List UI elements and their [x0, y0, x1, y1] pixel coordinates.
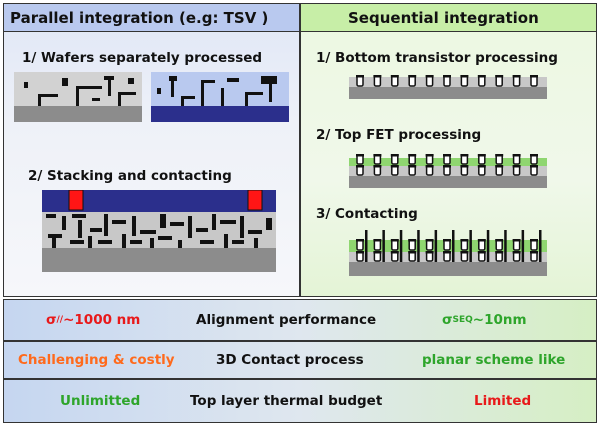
transistor-icon — [460, 75, 469, 87]
transistor-icon — [512, 239, 521, 251]
transistor-icon — [356, 75, 364, 87]
contact-via — [382, 230, 385, 262]
transistor-icon — [512, 154, 521, 165]
transistor-icon — [512, 251, 521, 262]
transistor-icon — [425, 154, 434, 165]
transistor-icon — [356, 239, 364, 251]
transistor-icon — [530, 165, 538, 176]
transistor-icon — [373, 165, 382, 176]
transistor-icon — [408, 239, 417, 251]
transistor-icon — [460, 251, 469, 262]
transistor-icon — [477, 239, 486, 251]
transistor-icon — [477, 251, 486, 262]
transistor-icon — [530, 154, 538, 165]
transistor-icon — [495, 75, 504, 87]
sequential-step-1-label: 1/ Bottom transistor processing — [316, 50, 558, 66]
bottom-transistor-illustration — [349, 75, 547, 99]
contact-via — [365, 230, 368, 262]
contacting-illustration — [349, 230, 547, 276]
contact-via — [504, 230, 507, 262]
transistor-icon — [460, 154, 469, 165]
parallel-header-bar — [4, 4, 299, 32]
transistor-icon — [477, 75, 486, 87]
panel-divider — [299, 4, 301, 296]
stacked-wafer-illustration — [42, 190, 276, 272]
transistor-icon — [390, 154, 399, 165]
transistor-icon — [443, 239, 451, 251]
transistor-icon — [425, 165, 434, 176]
parallel-step-1-label: 1/ Wafers separately processed — [22, 50, 263, 66]
transistor-icon — [390, 165, 399, 176]
transistor-icon — [373, 239, 382, 251]
alignment-label: Alignment performance — [196, 312, 377, 328]
contact-via — [521, 230, 525, 262]
transistor-icon — [373, 154, 382, 165]
contact-via — [399, 230, 403, 262]
transistor-icon — [390, 251, 399, 262]
transistor-icon — [373, 75, 382, 87]
transistor-icon — [390, 239, 399, 251]
contact-via — [434, 230, 438, 262]
sequential-step-3-label: 3/ Contacting — [316, 206, 418, 222]
transistor-icon — [373, 251, 382, 262]
top-fet-illustration — [349, 154, 547, 188]
transistor-icon — [356, 251, 364, 262]
transistor-icon — [425, 75, 434, 87]
parallel-step-2-label: 2/ Stacking and contacting — [28, 168, 232, 184]
transistor-icon — [512, 165, 521, 176]
transistor-icon — [495, 251, 504, 262]
transistor-icon — [495, 165, 504, 176]
transistor-icon — [530, 75, 538, 87]
alignment-parallel-value: σ// ~1000 nm — [46, 312, 141, 328]
transistor-icon — [443, 154, 451, 165]
contact-via — [417, 230, 420, 262]
thermal-parallel-value: Unlimitted — [60, 393, 141, 409]
transistor-icon — [460, 239, 469, 251]
contact-sequential-value: planar scheme like — [422, 352, 566, 368]
transistor-icon — [408, 165, 417, 176]
comparison-row-contact: Challenging & costly 3D Contact process … — [3, 341, 597, 379]
transistor-icon — [443, 75, 451, 87]
comparison-row-thermal: Unlimitted Top layer thermal budget Limi… — [3, 379, 597, 423]
parallel-header: Parallel integration (e.g: TSV ) — [10, 9, 269, 27]
transistor-icon — [477, 165, 486, 176]
transistor-icon — [425, 239, 434, 251]
transistor-icon — [356, 154, 364, 165]
top-wafer-illustration — [151, 72, 289, 122]
transistor-icon — [460, 165, 469, 176]
sequential-step-2-label: 2/ Top FET processing — [316, 127, 482, 143]
contact-via — [469, 230, 472, 262]
sequential-header-bar — [301, 4, 596, 32]
transistor-icon — [530, 239, 538, 251]
transistor-icon — [443, 251, 451, 262]
transistor-icon — [477, 154, 486, 165]
contact-via — [539, 230, 542, 262]
transistor-icon — [425, 251, 434, 262]
sequential-header: Sequential integration — [348, 9, 539, 27]
transistor-icon — [390, 75, 399, 87]
bottom-wafer-illustration — [14, 72, 142, 122]
thermal-label: Top layer thermal budget — [190, 393, 383, 409]
thermal-sequential-value: Limited — [474, 393, 532, 409]
contact-label: 3D Contact process — [216, 352, 364, 368]
transistor-icon — [408, 75, 417, 87]
contact-via — [486, 230, 490, 262]
transistor-icon — [356, 165, 364, 176]
transistor-icon — [495, 154, 504, 165]
contact-via — [452, 230, 455, 262]
transistor-icon — [530, 251, 538, 262]
transistor-icon — [512, 75, 521, 87]
transistor-icon — [443, 165, 451, 176]
transistor-icon — [408, 251, 417, 262]
transistor-icon — [495, 239, 504, 251]
transistor-icon — [408, 154, 417, 165]
top-panel-frame — [3, 3, 597, 297]
contact-parallel-value: Challenging & costly — [18, 352, 175, 368]
